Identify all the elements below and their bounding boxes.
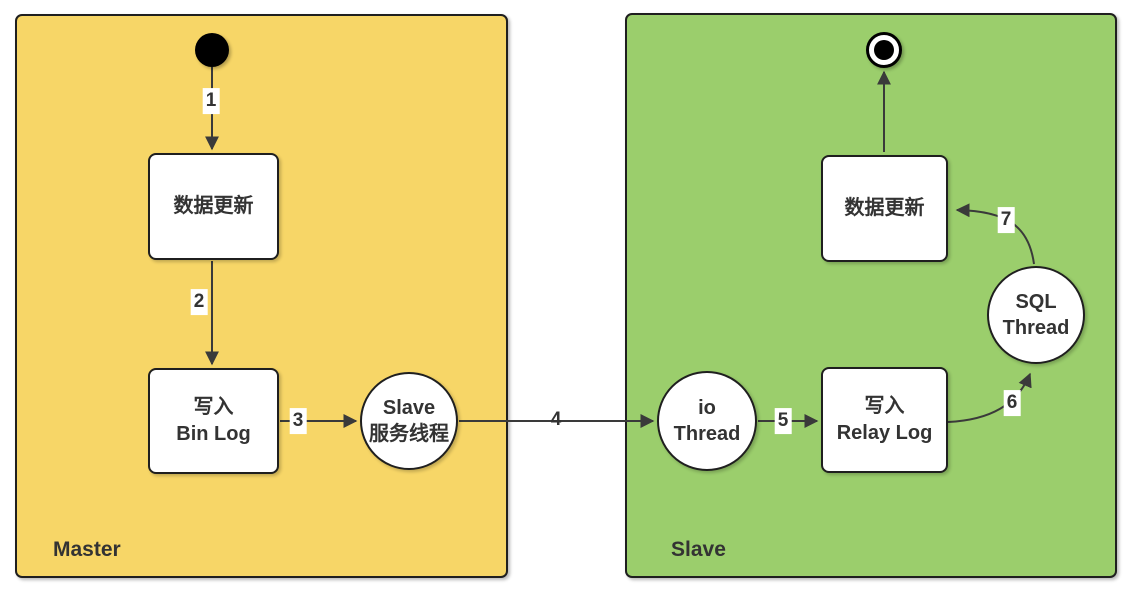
container-slave-label: Slave: [671, 538, 726, 561]
edge-label-1: 1: [202, 88, 220, 114]
node-sql-thread: SQL Thread: [987, 266, 1085, 364]
node-label: 数据更新: [173, 195, 254, 217]
node-write-bin-log: 写入 Bin Log: [148, 368, 279, 474]
node-write-relay-log: 写入 Relay Log: [821, 367, 948, 473]
node-slave-service-thread: Slave 服务线程: [360, 372, 458, 470]
node-slave-data-update: 数据更新: [821, 155, 948, 262]
node-label: 服务线程: [369, 423, 449, 445]
node-label: SQL: [1015, 291, 1057, 313]
edge-label-6: 6: [1003, 390, 1021, 416]
node-label: 写入: [864, 395, 905, 417]
edge-label-3: 3: [289, 408, 307, 434]
edge-label-5: 5: [774, 408, 792, 434]
node-label: Relay Log: [836, 422, 933, 444]
node-label: Slave: [382, 397, 436, 419]
node-label: Bin Log: [176, 423, 251, 445]
node-master-data-update: 数据更新: [148, 153, 279, 260]
edge-label-7: 7: [997, 207, 1015, 233]
node-label: 写入: [193, 396, 234, 418]
node-label: 数据更新: [844, 197, 925, 219]
node-label: io: [698, 397, 716, 419]
node-label: Thread: [1002, 317, 1070, 339]
final-node: [866, 32, 902, 68]
container-master-label: Master: [53, 538, 121, 561]
initial-node: [195, 33, 229, 67]
edge-label-4: 4: [550, 409, 562, 431]
final-node-dot: [874, 40, 894, 60]
node-io-thread: io Thread: [657, 371, 757, 471]
container-master: Master: [15, 14, 508, 578]
edge-label-2: 2: [190, 289, 208, 315]
node-label: Thread: [673, 423, 741, 445]
